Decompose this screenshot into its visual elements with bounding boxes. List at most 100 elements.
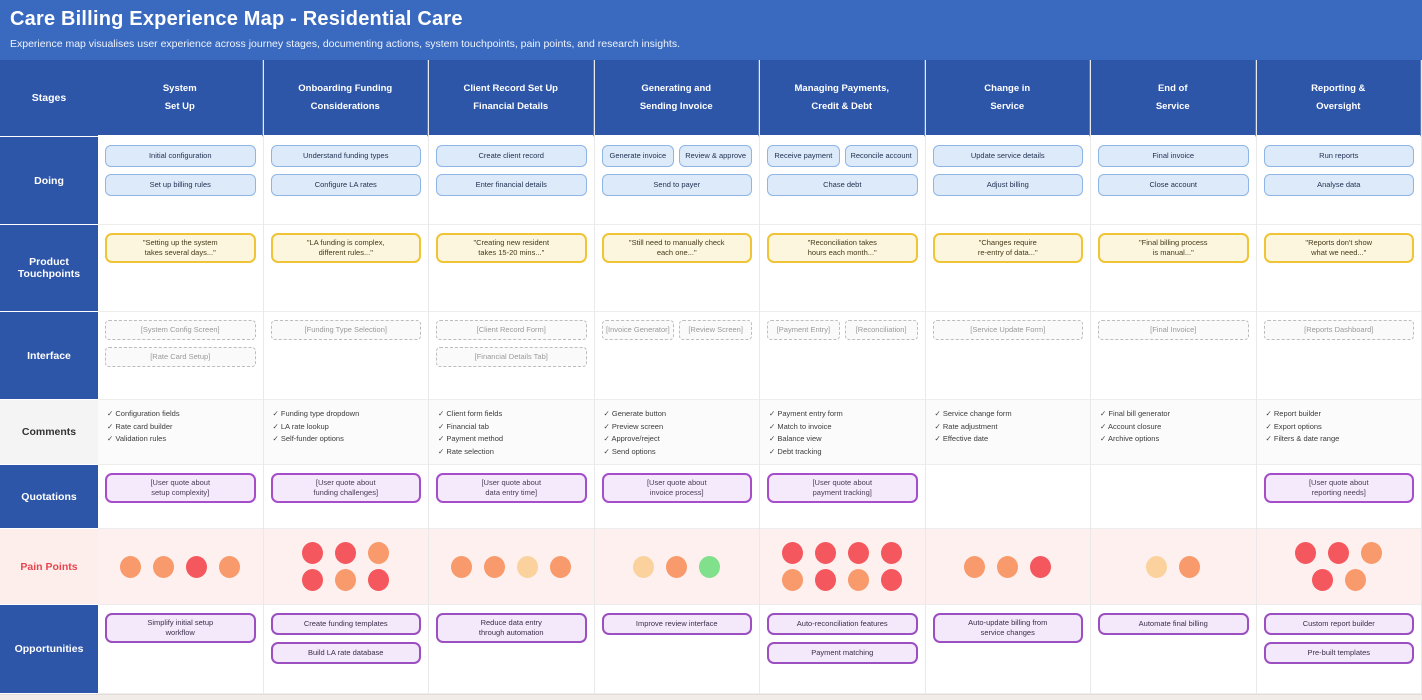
opportunities-cell: Improve review interface: [594, 605, 759, 694]
touchpoint-note[interactable]: "Creating new resident takes 15-20 mins.…: [436, 233, 587, 264]
pain-dot-orange[interactable]: [451, 555, 473, 578]
interface-placeholder[interactable]: [Reports Dashboard]: [1263, 320, 1414, 340]
doing-card[interactable]: Receive payment: [767, 145, 840, 167]
interface-placeholder[interactable]: [Reconciliation]: [844, 320, 918, 340]
pain-dot-peach[interactable]: [517, 555, 539, 578]
stage-header[interactable]: System Set Up: [98, 60, 263, 137]
doing-card[interactable]: Reconcile account: [844, 145, 918, 167]
interface-placeholder[interactable]: [Service Update Form]: [932, 320, 1083, 340]
opportunity-card[interactable]: Auto-reconciliation features: [767, 613, 918, 635]
opportunity-card[interactable]: Pre-built templates: [1263, 642, 1414, 664]
pain-dot-red[interactable]: [881, 569, 903, 591]
opportunity-card[interactable]: Payment matching: [767, 642, 918, 664]
pain-dot-orange[interactable]: [997, 555, 1019, 578]
interface-placeholder[interactable]: [Payment Entry]: [767, 320, 840, 340]
doing-card[interactable]: Run reports: [1263, 145, 1414, 167]
pain-dot-red[interactable]: [815, 542, 837, 564]
opportunity-card[interactable]: Automate final billing: [1098, 613, 1249, 635]
quote-card[interactable]: [User quote about invoice process]: [601, 473, 752, 504]
interface-placeholder[interactable]: [System Config Screen]: [105, 320, 256, 340]
pain-dot-orange[interactable]: [782, 569, 804, 591]
row-label-interface: Interface: [0, 312, 98, 400]
pain-dot-orange[interactable]: [153, 555, 175, 578]
stage-header[interactable]: Generating and Sending Invoice: [594, 60, 759, 137]
pain-dot-orange[interactable]: [219, 555, 241, 578]
pain-dot-red[interactable]: [815, 569, 837, 591]
doing-card[interactable]: Configure LA rates: [270, 174, 421, 196]
interface-placeholder[interactable]: [Client Record Form]: [436, 320, 587, 340]
pain-dot-orange[interactable]: [666, 555, 688, 578]
pain-dot-peach[interactable]: [1146, 555, 1168, 578]
pain-dot-orange[interactable]: [550, 555, 572, 578]
quote-card[interactable]: [User quote about setup complexity]: [105, 473, 256, 504]
doing-card[interactable]: Chase debt: [767, 174, 918, 196]
doing-card[interactable]: Initial configuration: [105, 145, 256, 167]
pain-dot-orange[interactable]: [484, 555, 506, 578]
interface-placeholder[interactable]: [Financial Details Tab]: [436, 347, 587, 367]
stage-header[interactable]: Managing Payments, Credit & Debt: [760, 60, 925, 137]
doing-card[interactable]: Understand funding types: [270, 145, 421, 167]
pain-dot-red[interactable]: [1295, 542, 1317, 564]
pain-dot-red[interactable]: [1030, 555, 1052, 578]
quote-card[interactable]: [User quote about data entry time]: [436, 473, 587, 504]
pain-dot-red[interactable]: [1328, 542, 1350, 564]
pain-dot-orange[interactable]: [1361, 542, 1383, 564]
pain-dot-orange[interactable]: [848, 569, 870, 591]
pain-dot-red[interactable]: [368, 569, 390, 591]
stage-header[interactable]: Change in Service: [925, 60, 1090, 137]
doing-card[interactable]: Close account: [1098, 174, 1249, 196]
quote-card[interactable]: [User quote about reporting needs]: [1263, 473, 1414, 504]
quote-card[interactable]: [User quote about payment tracking]: [767, 473, 918, 504]
touchpoint-note[interactable]: "Reconciliation takes hours each month..…: [767, 233, 918, 264]
interface-placeholder[interactable]: [Final Invoice]: [1098, 320, 1249, 340]
stage-header[interactable]: Reporting & Oversight: [1256, 60, 1421, 137]
pain-dot-red[interactable]: [782, 542, 804, 564]
pain-dot-orange[interactable]: [1344, 569, 1366, 591]
opportunity-card[interactable]: Custom report builder: [1263, 613, 1414, 635]
opportunity-card[interactable]: Reduce data entry through automation: [436, 613, 587, 644]
interface-placeholder[interactable]: [Invoice Generator]: [601, 320, 675, 340]
pain-dot-orange[interactable]: [368, 542, 390, 564]
pain-dot-red[interactable]: [881, 542, 903, 564]
pain-dot-green[interactable]: [699, 555, 721, 578]
doing-card[interactable]: Analyse data: [1263, 174, 1414, 196]
stage-header[interactable]: Onboarding Funding Considerations: [263, 60, 428, 137]
interface-placeholder[interactable]: [Review Screen]: [679, 320, 752, 340]
stage-header[interactable]: Client Record Set Up Financial Details: [429, 60, 594, 137]
doing-card[interactable]: Create client record: [436, 145, 587, 167]
pain-dot-red[interactable]: [186, 555, 208, 578]
pain-dot-orange[interactable]: [120, 555, 142, 578]
doing-card[interactable]: Enter financial details: [436, 174, 587, 196]
pain-dot-red[interactable]: [302, 542, 324, 564]
interface-placeholder[interactable]: [Funding Type Selection]: [270, 320, 421, 340]
stage-header[interactable]: End of Service: [1091, 60, 1256, 137]
opportunity-card[interactable]: Improve review interface: [601, 613, 752, 635]
pain-dot-red[interactable]: [335, 542, 357, 564]
doing-card[interactable]: Generate invoice: [601, 145, 675, 167]
touchpoint-note[interactable]: "Changes require re-entry of data...": [932, 233, 1083, 264]
doing-card[interactable]: Send to payer: [601, 174, 752, 196]
pain-dot-red[interactable]: [1311, 569, 1333, 591]
doing-card[interactable]: Final invoice: [1098, 145, 1249, 167]
opportunity-card[interactable]: Auto-update billing from service changes: [932, 613, 1083, 644]
touchpoint-note[interactable]: "Setting up the system takes several day…: [105, 233, 256, 264]
pain-dot-red[interactable]: [848, 542, 870, 564]
pain-dot-orange[interactable]: [1179, 555, 1201, 578]
interface-placeholder[interactable]: [Rate Card Setup]: [105, 347, 256, 367]
touchpoint-note[interactable]: "Still need to manually check each one..…: [601, 233, 752, 264]
doing-card[interactable]: Review & approve: [679, 145, 752, 167]
touchpoint-note[interactable]: "Final billing process is manual...": [1098, 233, 1249, 264]
doing-card[interactable]: Set up billing rules: [105, 174, 256, 196]
doing-card[interactable]: Adjust billing: [932, 174, 1083, 196]
doing-card[interactable]: Update service details: [932, 145, 1083, 167]
touchpoint-note[interactable]: "LA funding is complex, different rules.…: [270, 233, 421, 264]
touchpoint-note[interactable]: "Reports don't show what we need...": [1263, 233, 1414, 264]
opportunity-card[interactable]: Simplify initial setup workflow: [105, 613, 256, 644]
pain-dot-peach[interactable]: [633, 555, 655, 578]
pain-dot-red[interactable]: [302, 569, 324, 591]
opportunity-card[interactable]: Create funding templates: [270, 613, 421, 635]
opportunity-card[interactable]: Build LA rate database: [270, 642, 421, 664]
pain-dot-orange[interactable]: [335, 569, 357, 591]
quote-card[interactable]: [User quote about funding challenges]: [270, 473, 421, 504]
pain-dot-orange[interactable]: [964, 555, 986, 578]
